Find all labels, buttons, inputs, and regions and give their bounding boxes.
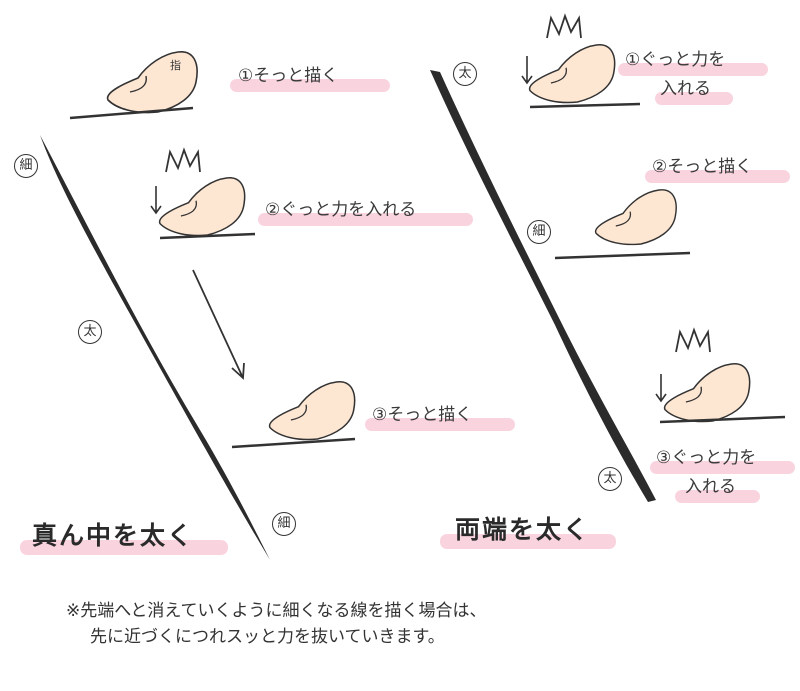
pressure-crown-icon: [546, 15, 582, 39]
highlight: [650, 461, 795, 474]
down-arrow-icon: [150, 185, 162, 214]
step-label: ②ぐっと力を入れる: [265, 200, 417, 220]
highlight: [20, 540, 228, 555]
note-line-1: ※先端へと消えていくように細くなる線を描く場合は、: [66, 601, 487, 621]
stroke-thick-ends: [430, 70, 656, 502]
note-line-2: 先に近づくにつれスッと力を抜いていきます。: [90, 627, 445, 647]
step-label: ③そっと描く: [372, 405, 473, 425]
step-label: ①そっと描く: [238, 66, 339, 86]
progress-arrow-icon: [192, 269, 245, 380]
highlight: [618, 63, 768, 76]
finger-icon: [594, 189, 677, 246]
pressure-crown-icon: [675, 329, 711, 353]
marker-thick: 太: [453, 62, 477, 86]
step-label: 入れる: [685, 477, 736, 497]
marker-thick: 太: [598, 467, 622, 491]
highlight: [675, 490, 760, 503]
step-label: 入れる: [660, 79, 711, 99]
marker-thin: 細: [272, 512, 296, 536]
highlight: [645, 170, 790, 183]
down-arrow-icon: [521, 55, 533, 84]
highlight: [258, 213, 473, 226]
highlight: [440, 534, 616, 549]
pressure-crown-icon: [165, 149, 201, 173]
finger-label: 指: [170, 59, 181, 72]
finger-icon: [106, 50, 198, 114]
step-label: ②そっと描く: [652, 157, 753, 177]
section-title: 両端を太く: [455, 515, 591, 544]
marker-thin: 細: [14, 154, 38, 178]
finger-icon: [268, 381, 356, 441]
section-title: 真ん中を太く: [32, 521, 195, 550]
marker-thick: 太: [78, 320, 102, 344]
finger-icon: [528, 44, 616, 104]
marker-thin: 細: [527, 220, 551, 244]
finger-icon: [158, 177, 246, 237]
step-label: ①ぐっと力を: [625, 50, 726, 70]
highlight: [655, 92, 733, 105]
highlight: [365, 418, 515, 431]
finger-icon: [663, 363, 751, 423]
down-arrow-icon: [655, 373, 667, 402]
highlight: [230, 79, 390, 92]
stroke-thick-middle: [40, 135, 270, 560]
step-label: ③ぐっと力を: [656, 448, 757, 468]
